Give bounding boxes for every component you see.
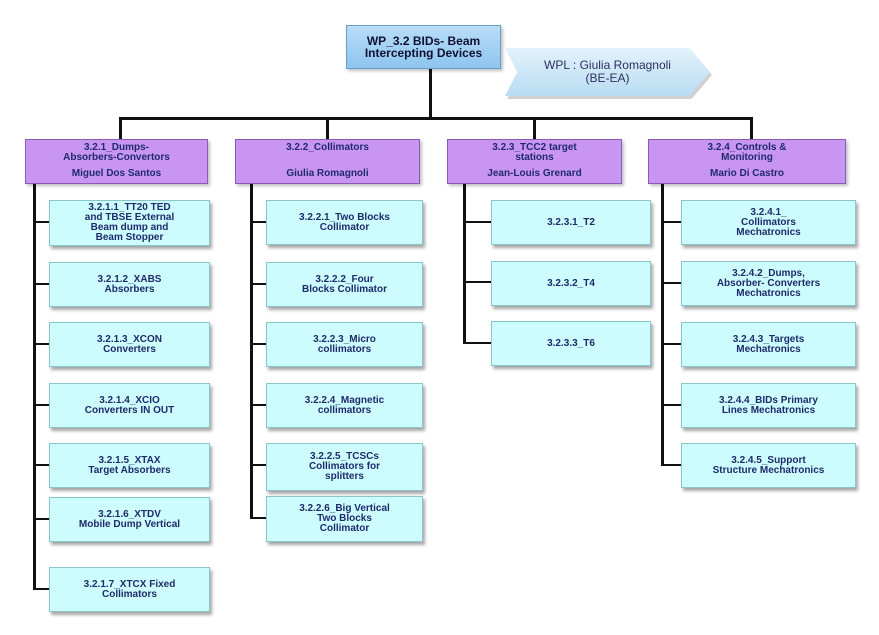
wbs-item-label: 3.2.3.2_T4 [547, 277, 595, 289]
wbs-item: 3.2.2.5_TCSCs Collimators for splitters [266, 443, 423, 491]
wbs-item: 3.2.2.1_Two Blocks Collimator [266, 200, 423, 245]
wbs-item-label: 3.2.3.3_T6 [547, 337, 595, 349]
horizontal-bus [120, 117, 752, 120]
wp3-drop [533, 117, 536, 140]
root-title-line2: Intercepting Devices [364, 46, 483, 60]
wbs-item: 3.2.1.3_XCON Converters [49, 322, 210, 367]
wp1-branch [33, 588, 49, 590]
wp-3-2-1-header: 3.2.1_Dumps- Absorbers-Convertors Miguel… [25, 139, 208, 184]
wp-code: 3.2.3_TCC2 target stations [492, 142, 577, 163]
wp-code: 3.2.4_Controls & Monitoring [707, 142, 787, 163]
wp2-branch [250, 404, 266, 406]
wbs-item-label: 3.2.4.3_Targets Mechatronics [732, 333, 805, 355]
wp-lead: Giulia Romagnoli [286, 168, 369, 179]
wbs-item-label: 3.2.1.7_XTCX Fixed Collimators [83, 578, 176, 600]
wbs-item-label: 3.2.1.4_XCIO Converters IN OUT [84, 394, 175, 416]
wbs-item: 3.2.4.2_Dumps, Absorber- Converters Mech… [681, 261, 856, 306]
wp-code: 3.2.2_Collimators [286, 142, 369, 153]
wp2-drop [326, 117, 329, 140]
wp3-branch [463, 342, 491, 344]
wp1-branch [33, 518, 49, 520]
wbs-item: 3.2.2.6_Big Vertical Two Blocks Collimat… [266, 496, 423, 542]
wbs-item-label: 3.2.4.2_Dumps, Absorber- Converters Mech… [716, 267, 821, 299]
wbs-item: 3.2.3.3_T6 [491, 321, 651, 366]
wp2-spine [250, 183, 253, 519]
wbs-item-label: 3.2.4.5_Support Structure Mechatronics [712, 454, 825, 476]
wbs-item-label: 3.2.2.4_Magnetic collimators [304, 394, 385, 416]
wpl-dept: (BE-EA) [585, 71, 630, 85]
wp-lead: Miguel Dos Santos [71, 168, 162, 179]
wp3-branch [463, 281, 491, 283]
wp4-drop [750, 117, 753, 140]
wp1-drop [119, 117, 122, 140]
wp2-branch [250, 221, 266, 223]
wp1-branch [33, 404, 49, 406]
wp4-branch [661, 464, 681, 466]
wbs-item: 3.2.1.1_TT20 TED and TBSE External Beam … [49, 200, 210, 246]
wbs-item: 3.2.1.7_XTCX Fixed Collimators [49, 567, 210, 612]
wbs-item: 3.2.3.1_T2 [491, 200, 651, 245]
wbs-item: 3.2.1.5_XTAX Target Absorbers [49, 443, 210, 488]
wpl-name: WPL : Giulia Romagnoli [544, 58, 671, 72]
wbs-item: 3.2.2.3_Micro collimators [266, 322, 423, 367]
wp1-branch [33, 221, 49, 223]
wp-3-2-3-header: 3.2.3_TCC2 target stations Jean-Louis Gr… [447, 139, 622, 184]
wp2-branch [250, 517, 266, 519]
wbs-item-label: 3.2.2.6_Big Vertical Two Blocks Collimat… [299, 503, 390, 534]
wp3-branch [463, 221, 491, 223]
wpl-arrow: WPL : Giulia Romagnoli (BE-EA) [505, 48, 710, 96]
wp4-branch [661, 221, 681, 223]
wbs-item-label: 3.2.4.1_ Collimators Mechatronics [736, 206, 801, 238]
wp2-branch [250, 343, 266, 345]
root-node: WP_3.2 BIDs- Beam Intercepting Devices [346, 25, 501, 69]
wbs-item: 3.2.1.2_XABS Absorbers [49, 262, 210, 307]
wp2-branch [250, 283, 266, 285]
wbs-item-label: 3.2.1.1_TT20 TED and TBSE External Beam … [84, 202, 175, 243]
wbs-item-label: 3.2.4.4_BIDs Primary Lines Mechatronics [719, 394, 818, 416]
wbs-item: 3.2.1.6_XTDV Mobile Dump Vertical [49, 497, 210, 542]
wbs-item-label: 3.2.1.3_XCON Converters [96, 333, 163, 355]
wbs-item-label: 3.2.2.2_Four Blocks Collimator [301, 273, 388, 295]
wp4-spine [661, 183, 664, 465]
wp-code: 3.2.1_Dumps- Absorbers-Convertors [63, 142, 170, 163]
wp1-spine [33, 183, 36, 590]
wbs-item-label: 3.2.1.2_XABS Absorbers [97, 273, 162, 295]
wbs-item-label: 3.2.2.1_Two Blocks Collimator [299, 211, 390, 233]
wbs-item-label: 3.2.2.5_TCSCs Collimators for splitters [308, 451, 381, 482]
wp4-branch [661, 404, 681, 406]
wbs-item: 3.2.4.5_Support Structure Mechatronics [681, 443, 856, 488]
wbs-item: 3.2.2.4_Magnetic collimators [266, 383, 423, 428]
wbs-item-label: 3.2.1.6_XTDV Mobile Dump Vertical [78, 508, 181, 530]
wbs-item-label: 3.2.3.1_T2 [547, 216, 595, 228]
wbs-item: 3.2.4.1_ Collimators Mechatronics [681, 200, 856, 245]
wbs-item: 3.2.1.4_XCIO Converters IN OUT [49, 383, 210, 428]
wp-lead: Jean-Louis Grenard [487, 168, 582, 179]
wp-lead: Mario Di Castro [710, 168, 784, 179]
wp1-branch [33, 283, 49, 285]
wbs-item: 3.2.4.3_Targets Mechatronics [681, 322, 856, 367]
wbs-item-label: 3.2.2.3_Micro collimators [313, 333, 376, 355]
wbs-item: 3.2.4.4_BIDs Primary Lines Mechatronics [681, 383, 856, 428]
wp4-branch [661, 343, 681, 345]
wbs-item-label: 3.2.1.5_XTAX Target Absorbers [88, 454, 171, 476]
wp-3-2-4-header: 3.2.4_Controls & Monitoring Mario Di Cas… [648, 139, 846, 184]
wp1-branch [33, 343, 49, 345]
wp-3-2-2-header: 3.2.2_Collimators Giulia Romagnoli [235, 139, 420, 184]
root-connector [429, 69, 432, 119]
wbs-item: 3.2.2.2_Four Blocks Collimator [266, 262, 423, 307]
root-title-line1: WP_3.2 BIDs- Beam [366, 34, 481, 48]
wp1-branch [33, 464, 49, 466]
wp2-branch [250, 464, 266, 466]
wp3-spine [463, 183, 466, 344]
wp4-branch [661, 282, 681, 284]
wbs-item: 3.2.3.2_T4 [491, 261, 651, 306]
